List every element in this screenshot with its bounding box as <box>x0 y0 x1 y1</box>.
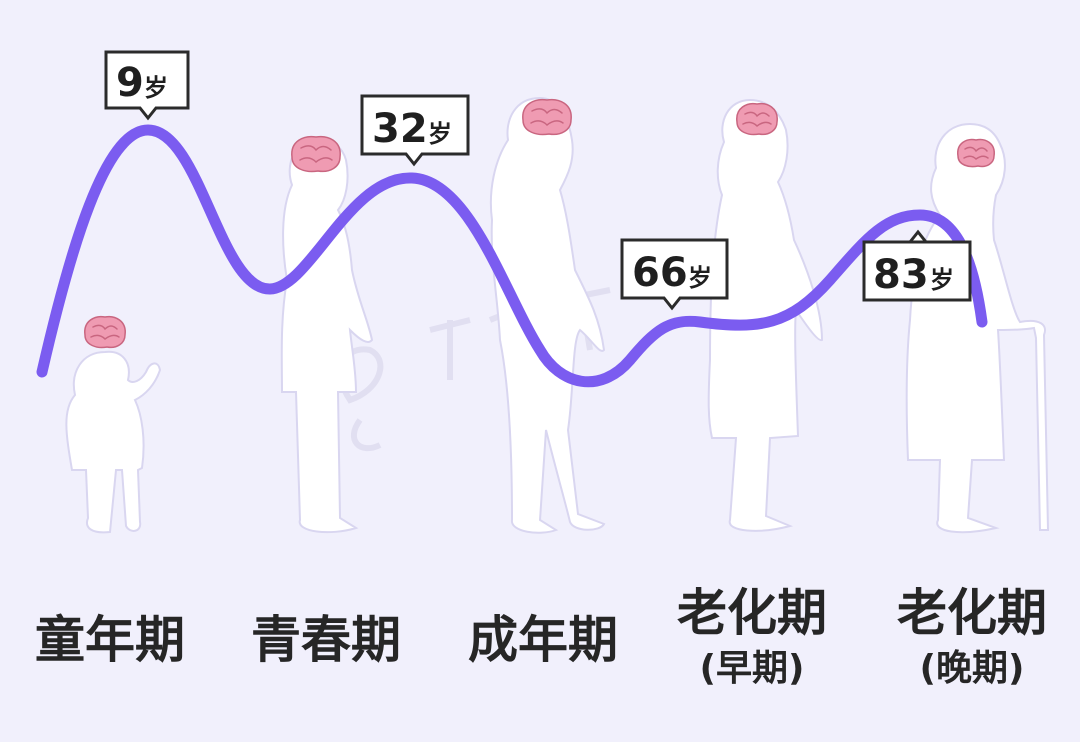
silhouette-late-elderly <box>905 122 1050 534</box>
brain-icon <box>84 315 126 349</box>
stage-sublabel-late: (晚期) <box>920 648 1025 689</box>
stage-label-childhood: 童年期 <box>35 611 185 669</box>
silhouette-early-elderly <box>707 98 824 532</box>
age-unit: 岁 <box>688 264 712 292</box>
brain-icon <box>291 135 341 173</box>
age-unit: 岁 <box>930 266 954 294</box>
stage-label-adulthood: 成年期 <box>468 611 618 669</box>
age-bubble-32: 32 岁 <box>360 94 470 167</box>
development-curve <box>36 124 988 388</box>
silhouette-child <box>65 350 162 534</box>
stage-label-early-aging: 老化期 <box>677 584 827 642</box>
age-unit: 岁 <box>428 120 452 148</box>
age-number: 32 <box>372 106 428 152</box>
stage-label-late-aging: 老化期 <box>897 584 1047 642</box>
age-number: 83 <box>873 252 929 298</box>
age-bubble-83: 83 岁 <box>862 229 972 302</box>
stage-sublabel-early: (早期) <box>700 648 805 689</box>
age-number: 66 <box>632 250 688 296</box>
silhouette-teen <box>280 138 374 534</box>
age-bubble-66: 66 岁 <box>620 238 729 311</box>
brain-icon <box>522 98 572 136</box>
stage-label-adolescence: 青春期 <box>251 611 401 669</box>
brain-icon <box>736 102 778 136</box>
age-bubble-9: 9 岁 <box>104 50 190 121</box>
age-unit: 岁 <box>144 74 168 102</box>
silhouette-adult <box>489 96 606 534</box>
brain-icon <box>957 138 995 168</box>
age-number: 9 <box>116 60 144 106</box>
